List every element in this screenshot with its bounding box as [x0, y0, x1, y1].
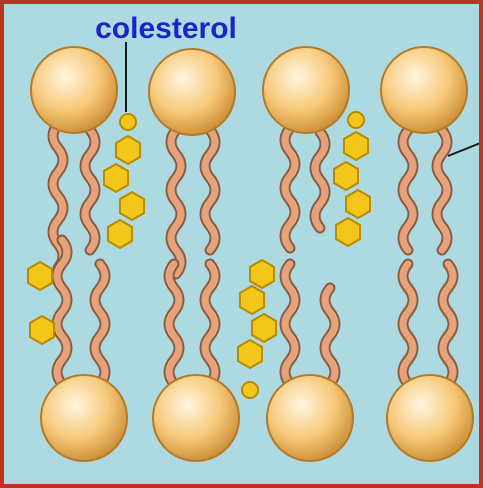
bilayer-illustration: [4, 4, 479, 484]
upper-heads: [31, 47, 467, 135]
upper-tails: [53, 124, 447, 274]
right-pointer-line: [448, 142, 479, 156]
upper-tails-outline: [53, 124, 447, 274]
